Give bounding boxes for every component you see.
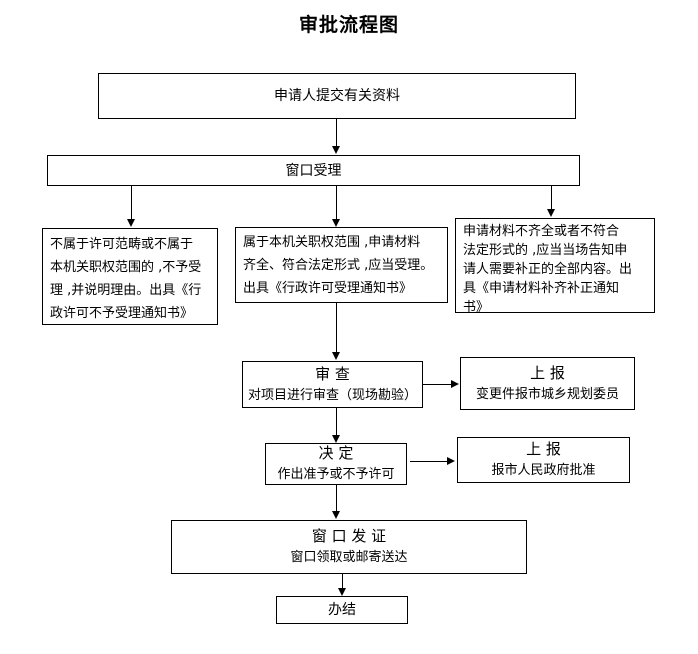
connector-window-to-accept — [336, 186, 337, 220]
arrowhead-review-to-report-planning — [451, 380, 459, 388]
node-in-scope-accept-line2: 齐全、符合法定形式 ,应当受理。 — [243, 258, 434, 273]
node-incomplete-materials: 申请材料不齐全或者不符合 法定形式的 ,应当当场告知申 请人需要补正的全部内容。… — [455, 218, 655, 313]
node-submit-materials: 申请人提交有关资料 — [98, 73, 576, 119]
connector-review-to-report-planning — [423, 384, 451, 385]
node-issue-license-heading: 窗 口 发 证 — [311, 527, 387, 545]
node-issue-license-detail: 窗口领取或邮寄送达 — [290, 550, 408, 565]
arrowhead-submit-to-window — [332, 146, 340, 154]
connector-window-to-supplement — [551, 186, 552, 210]
arrowhead-issue-to-complete — [338, 588, 346, 596]
node-decision: 决 定 作出准予或不予许可 — [265, 443, 407, 485]
node-incomplete-materials-line5: 书》 — [463, 300, 490, 313]
connector-accept-to-review — [336, 303, 337, 353]
node-not-in-scope-line4: 政许可不予受理通知书》 — [50, 306, 194, 321]
node-report-planning-committee-detail: 变更件报市城乡规划委员 — [475, 386, 619, 402]
node-incomplete-materials-line2: 法定形式的 ,应当当场告知申 — [463, 243, 628, 258]
node-review-heading: 审 查 — [315, 364, 350, 383]
arrowhead-decision-to-report-government — [447, 457, 455, 465]
node-report-government: 上 报 报市人民政府批准 — [457, 437, 630, 483]
page-title: 审批流程图 — [298, 14, 399, 36]
node-incomplete-materials-line3: 请人需要补正的全部内容。出 — [463, 262, 633, 277]
node-review: 审 查 对项目进行审查（现场勘验） — [242, 361, 423, 408]
node-in-scope-accept: 属于本机关职权范围 ,申请材料 齐全、符合法定形式 ,应当受理。 出具《行政许可… — [235, 227, 448, 303]
node-report-planning-committee-heading: 上 报 — [530, 363, 565, 382]
node-not-in-scope-line2: 本机关职权范围的 ,不予受 — [50, 260, 202, 275]
node-window-acceptance-label: 窗口受理 — [285, 162, 342, 179]
node-incomplete-materials-line4: 具《申请材料补齐补正通知 — [463, 281, 620, 296]
connector-decision-to-report-government — [410, 461, 447, 462]
arrowhead-window-to-accept — [332, 219, 340, 227]
connector-review-to-decision — [336, 408, 337, 436]
node-window-acceptance: 窗口受理 — [47, 155, 580, 186]
arrowhead-review-to-decision — [332, 435, 340, 443]
node-review-detail: 对项目进行审查（现场勘验） — [247, 387, 417, 403]
node-issue-license: 窗 口 发 证 窗口领取或邮寄送达 — [171, 520, 527, 574]
arrowhead-window-to-reject — [127, 219, 135, 227]
arrowhead-accept-to-review — [332, 352, 340, 360]
arrowhead-decision-to-issue — [332, 511, 340, 519]
node-decision-heading: 决 定 — [318, 444, 354, 462]
node-incomplete-materials-line1: 申请材料不齐全或者不符合 — [463, 224, 620, 239]
connector-issue-to-complete — [342, 574, 343, 589]
connector-window-to-reject — [131, 186, 132, 220]
connector-decision-to-issue — [336, 485, 337, 512]
node-not-in-scope: 不属于许可范畴或不属于 本机关职权范围的 ,不予受 理 ,并说明理由。出具《行 … — [42, 228, 218, 325]
node-report-planning-committee: 上 报 变更件报市城乡规划委员 — [460, 357, 635, 410]
node-not-in-scope-line3: 理 ,并说明理由。出具《行 — [50, 283, 202, 298]
node-decision-detail: 作出准予或不予许可 — [277, 467, 395, 482]
node-in-scope-accept-line3: 出具《行政许可受理通知书》 — [243, 281, 413, 296]
node-report-government-detail: 报市人民政府批准 — [491, 463, 596, 478]
node-complete: 办结 — [276, 596, 408, 624]
node-in-scope-accept-line1: 属于本机关职权范围 ,申请材料 — [243, 235, 421, 250]
arrowhead-window-to-supplement — [547, 209, 555, 217]
node-submit-materials-label: 申请人提交有关资料 — [274, 88, 400, 104]
node-complete-label: 办结 — [328, 602, 356, 618]
node-not-in-scope-line1: 不属于许可范畴或不属于 — [50, 237, 194, 252]
node-report-government-heading: 上 报 — [526, 440, 561, 458]
connector-submit-to-window — [336, 119, 337, 147]
